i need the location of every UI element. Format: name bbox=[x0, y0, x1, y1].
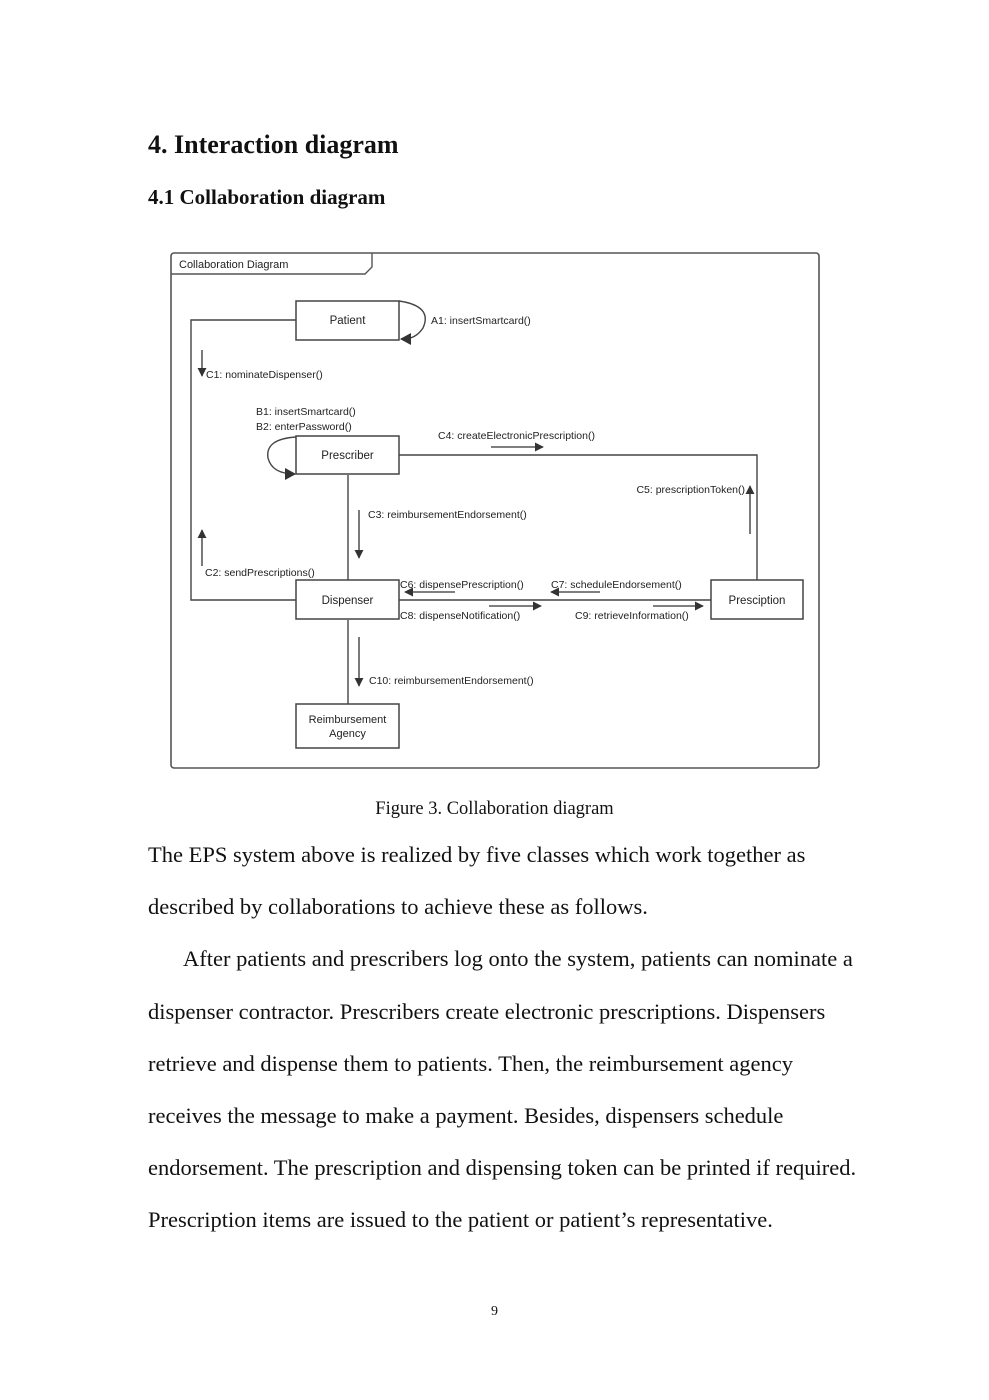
object-prescription-label: Presciption bbox=[729, 595, 786, 607]
object-prescriber: Prescriber bbox=[295, 435, 400, 475]
message-c6: C6: dispensePrescription() bbox=[400, 579, 524, 591]
collaboration-diagram-svg: Collaboration Diagram bbox=[170, 252, 820, 769]
figure-caption: Figure 3. Collaboration diagram bbox=[375, 799, 614, 819]
self-link-prescriber bbox=[267, 436, 297, 475]
message-b2: B2: enterPassword() bbox=[256, 421, 352, 433]
message-labels: A1: insertSmartcard() B1: insertSmartcar… bbox=[205, 315, 745, 687]
paragraph-1: The EPS system above is realized by five… bbox=[148, 842, 806, 920]
object-agency-label-line2: Agency bbox=[329, 728, 366, 740]
diagram-frame bbox=[170, 252, 820, 769]
body-text: The EPS system above is realized by five… bbox=[148, 829, 858, 1247]
message-c5: C5: prescriptionToken() bbox=[636, 484, 745, 496]
paragraph-2: After patients and prescribers log onto … bbox=[148, 946, 857, 1233]
link-patient-dispenser bbox=[190, 319, 296, 601]
object-patient: Patient bbox=[295, 300, 400, 341]
message-c10: C10: reimbursementEndorsement() bbox=[369, 675, 534, 687]
message-a1: A1: insertSmartcard() bbox=[431, 315, 531, 327]
message-c9: C9: retrieveInformation() bbox=[575, 610, 689, 622]
message-arrows bbox=[197, 350, 755, 687]
object-dispenser: Dispenser bbox=[295, 579, 400, 620]
frame-title-tab bbox=[171, 253, 373, 275]
collaboration-diagram: Collaboration Diagram bbox=[165, 248, 825, 774]
page-number: 9 bbox=[491, 1304, 498, 1319]
object-dispenser-label: Dispenser bbox=[322, 595, 374, 607]
object-patient-label: Patient bbox=[330, 315, 367, 327]
message-c4: C4: createElectronicPrescription() bbox=[438, 430, 595, 442]
subsection-heading: 4.1 Collaboration diagram bbox=[148, 185, 386, 209]
object-reimbursement-agency: Reimbursement Agency bbox=[295, 703, 400, 749]
object-prescriber-label: Prescriber bbox=[321, 450, 374, 462]
arrowhead-b bbox=[285, 468, 296, 480]
message-c7: C7: scheduleEndorsement() bbox=[551, 579, 682, 591]
message-c3: C3: reimbursementEndorsement() bbox=[368, 509, 527, 521]
object-prescription: Presciption bbox=[710, 579, 804, 620]
message-c1: C1: nominateDispenser() bbox=[206, 369, 323, 381]
section-heading: 4. Interaction diagram bbox=[148, 130, 399, 159]
object-agency-label-line1: Reimbursement bbox=[309, 714, 387, 726]
frame-title: Collaboration Diagram bbox=[179, 259, 288, 271]
link-prescriber-prescription bbox=[399, 454, 758, 580]
message-c2: C2: sendPrescriptions() bbox=[205, 567, 315, 579]
message-b1: B1: insertSmartcard() bbox=[256, 406, 356, 418]
arrowhead-a1 bbox=[400, 333, 411, 345]
object-links bbox=[190, 300, 758, 704]
message-c8: C8: dispenseNotification() bbox=[400, 610, 520, 622]
